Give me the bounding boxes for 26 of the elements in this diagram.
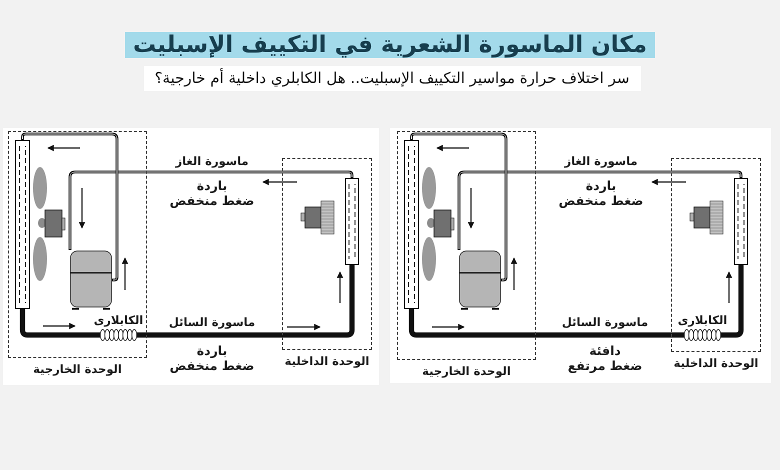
heat-exchanger	[734, 178, 748, 265]
pipe-label: ماسورة الغاز	[564, 154, 638, 168]
pipe-label: ماسورة السائل	[562, 315, 648, 329]
pipe	[721, 265, 744, 338]
pipe	[137, 265, 355, 338]
heat-exchanger	[15, 140, 30, 309]
compressor	[70, 250, 112, 310]
unit-label: الوحدة الخارجية	[422, 364, 511, 378]
part-label: الكابلارى	[94, 313, 144, 327]
unit-label: الوحدة الخارجية	[33, 362, 122, 376]
part-label: الكابلارى	[678, 313, 728, 327]
heat-exchanger	[345, 178, 359, 265]
pipe-label: ماسورة السائل	[168, 315, 256, 329]
pipe-label: ماسورة الغاز	[175, 154, 249, 168]
title: مكان الماسورة الشعرية في التكييف الإسبليت	[125, 32, 655, 58]
capillary-coil	[684, 329, 721, 341]
unit-label: الوحدة الداخلية	[284, 354, 370, 368]
note: باردة ضغط منخفض	[170, 178, 254, 208]
subtitle: سر اختلاف حرارة مواسير التكييف الإسبليت.. هل الكابلري داخلية أم خارجية؟	[144, 66, 640, 91]
note: باردة ضغط منخفض	[170, 343, 254, 373]
heat-exchanger	[404, 140, 419, 309]
note: دافئة ضغط مرتفع	[568, 343, 642, 373]
note: باردة ضغط منخفض	[558, 178, 644, 208]
compressor	[459, 250, 501, 310]
capillary-coil	[100, 329, 137, 341]
unit-label: الوحدة الداخلية	[674, 356, 758, 370]
